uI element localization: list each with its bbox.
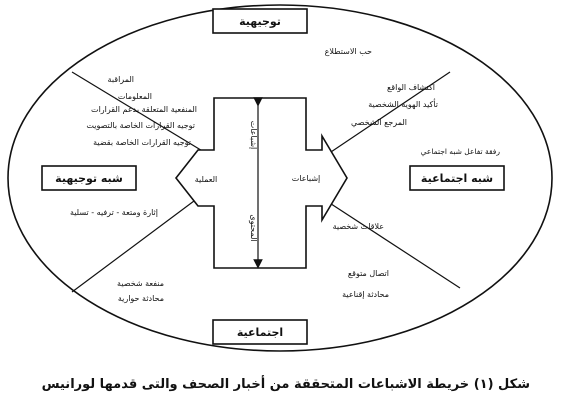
box-right bbox=[409, 165, 505, 191]
bottom-right-item: اتصال متوقع bbox=[348, 269, 389, 278]
cross-label-left: العملية bbox=[195, 175, 218, 184]
box-bottom-label: اجتماعية bbox=[237, 326, 283, 339]
box-top-label: توجيهية bbox=[239, 15, 281, 28]
right-item: اكتشاف الواقع bbox=[387, 83, 435, 92]
top-left-item: المراقبة bbox=[108, 75, 134, 84]
box-left-label: شبه توجيهية bbox=[55, 172, 123, 185]
top-left-item: توجيه القرارات الخاصة بقضية bbox=[93, 138, 191, 147]
cross-label-bottom: المحتوى bbox=[249, 214, 258, 241]
top-left-item: المنفعية المتعلقة بدعم القرارات bbox=[91, 105, 197, 114]
right-low-item: علاقات شخصية bbox=[333, 222, 384, 231]
box-left bbox=[41, 165, 137, 191]
top-left-item: المعلومات bbox=[118, 92, 152, 101]
diagonal-top-right bbox=[321, 71, 451, 159]
cross-label-top: إشباعات bbox=[248, 121, 258, 150]
left-low-item: إثارة ومتعة - ترفيه - تسلية bbox=[70, 208, 158, 218]
cross-label-right: إشباعات bbox=[292, 174, 321, 184]
bottom-right-item: محادثة إقناعية bbox=[342, 290, 389, 300]
diagonal-top-left bbox=[71, 71, 215, 159]
box-bottom bbox=[212, 319, 308, 345]
bottom-left-item: محادثة حوارية bbox=[118, 294, 164, 303]
top-left-item: توجيه القرارات الخاصة بالتصويت bbox=[86, 121, 195, 130]
top-right-item: حب الاستطلاع bbox=[325, 47, 372, 56]
outer-ellipse bbox=[7, 4, 553, 352]
right-item: رفقة تفاعل شبه اجتماعي bbox=[421, 147, 501, 156]
diagonal-bottom-left bbox=[71, 197, 199, 293]
diagonal-bottom-right bbox=[321, 197, 461, 289]
right-item: تأكيد الهوية الشخصية bbox=[368, 98, 438, 109]
box-right-label: شبه اجتماعية bbox=[421, 172, 493, 185]
right-item: المرجع الشخصي bbox=[351, 118, 407, 127]
figure-caption: شكل (١) خريطة الاشباعات المتحققة من أخبا… bbox=[42, 375, 530, 392]
bottom-left-item: منفعة شخصية bbox=[117, 279, 164, 288]
box-top bbox=[212, 8, 308, 34]
